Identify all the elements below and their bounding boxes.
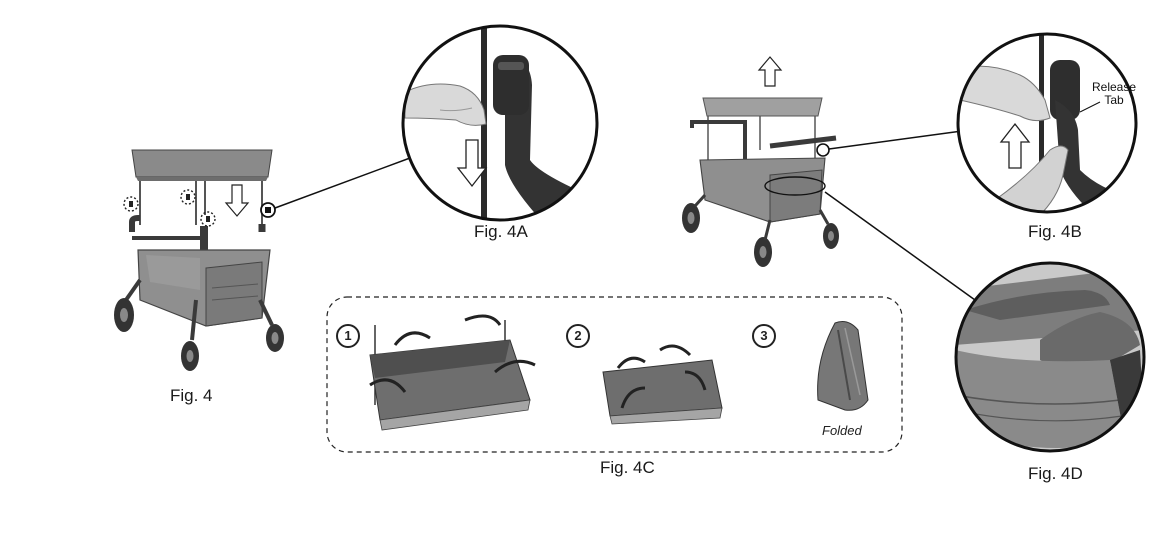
fig-4c-label: Fig. 4C (600, 458, 655, 477)
step-1-basket (369, 314, 536, 431)
fig-4d-label: Fig. 4D (1028, 464, 1083, 483)
wagon-with-canopy (114, 149, 411, 371)
folded-label: Folded (822, 423, 862, 438)
step-3-number: 3 (752, 324, 776, 348)
release-text: Release (1092, 80, 1137, 94)
step-1-number: 1 (336, 324, 360, 348)
fig-4a-detail (401, 24, 599, 222)
step-2-number: 2 (566, 324, 590, 348)
fig-4b-detail (956, 32, 1138, 214)
fig-4c-frame (326, 296, 903, 453)
wagon-canopy-lift (682, 56, 976, 301)
fig-4b-label: Fig. 4B (1028, 222, 1082, 241)
fig-4-label: Fig. 4 (170, 386, 213, 405)
fig-4a-label: Fig. 4A (474, 222, 528, 241)
step-2-basket (602, 344, 723, 425)
tab-text: Tab (1104, 93, 1124, 107)
step-3-folded-basket (817, 321, 869, 411)
release-tab-callout: Release Tab (1092, 81, 1136, 107)
fig-4d-detail (954, 261, 1146, 453)
